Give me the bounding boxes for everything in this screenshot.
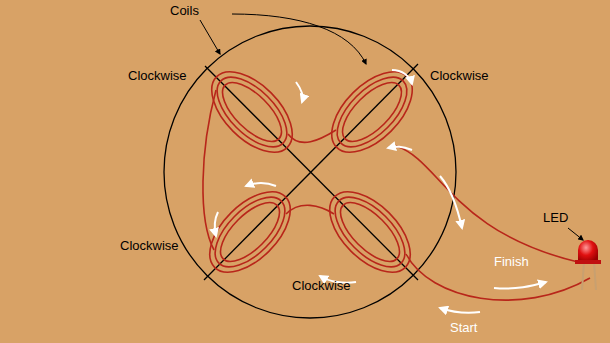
direction-label: Clockwise: [128, 68, 187, 83]
wire-label: Start: [450, 320, 477, 335]
direction-label: Clockwise: [120, 238, 179, 253]
direction-label: Clockwise: [430, 68, 489, 83]
stator-disc: [164, 26, 456, 318]
current-arrow: [215, 70, 546, 313]
axis-line: [205, 66, 418, 280]
axis-line: [204, 64, 418, 280]
part-name: LED: [543, 210, 568, 225]
direction-label: Clockwise: [292, 278, 351, 293]
led-symbol: [575, 240, 601, 290]
coil-windings: [196, 58, 590, 301]
leader-line: [200, 14, 583, 240]
part-name: Coils: [170, 3, 199, 18]
wire-label: Finish: [494, 254, 529, 269]
